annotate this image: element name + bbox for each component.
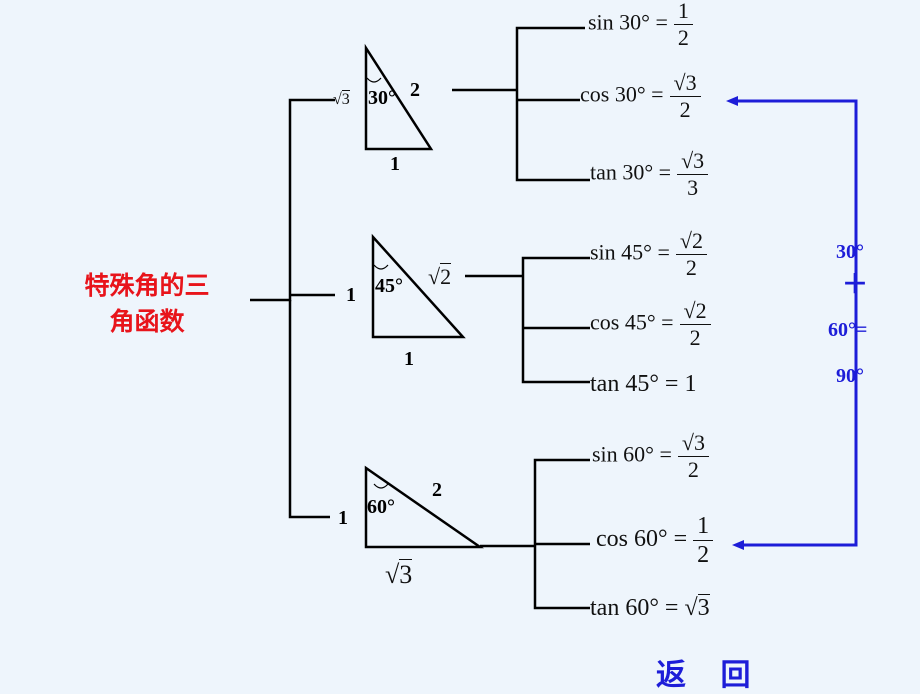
triangle-45 [371, 233, 466, 339]
diagram-title: 特殊角的三 角函数 [62, 268, 232, 340]
hyp-label-30: 2 [410, 79, 420, 101]
angle-label-45: 45° [375, 275, 403, 297]
leg-label-45: 1 [346, 284, 356, 306]
bracket-45 [521, 256, 590, 384]
angle-arc-45 [373, 264, 389, 270]
back-button[interactable]: 返 回 [656, 658, 763, 693]
tree-lines [250, 26, 590, 610]
note-90: 90° [836, 365, 864, 387]
triangle-60 [364, 465, 484, 549]
branch-30 [250, 98, 335, 302]
arrow-head-cos60 [732, 540, 744, 550]
triangle-30 [364, 43, 434, 151]
branch-60 [288, 300, 330, 519]
bracket-60 [533, 458, 590, 610]
angle-label-60: 60° [367, 496, 395, 518]
base-label-sqrt3-60: √3 [385, 559, 413, 589]
angle-arc-60 [373, 483, 389, 489]
base-label-30: 1 [390, 153, 400, 175]
arrow-head-cos30 [726, 96, 738, 106]
hyp-label-sqrt2-45: √2 [428, 263, 452, 289]
leg-label-60: 1 [338, 507, 348, 529]
formula-tan60: tan 60° = √3 [590, 594, 710, 621]
angle-arc-30 [366, 77, 382, 83]
bracket-30 [515, 26, 590, 182]
note-30: 30° [836, 241, 864, 263]
note-plus: ＋ [842, 270, 869, 299]
formula-tan45: tan 45° = 1 [590, 371, 697, 397]
sum-connector [736, 99, 858, 547]
note-60: 60°= [828, 319, 868, 341]
side-label-sqrt3-30: √3 [333, 90, 350, 108]
angle-label-30: 30° [368, 87, 396, 109]
title-line-1: 特殊角的三 [84, 271, 210, 300]
title-line-2: 角函数 [109, 307, 185, 336]
base-label-45: 1 [404, 348, 414, 370]
hyp-label-60: 2 [432, 479, 442, 501]
